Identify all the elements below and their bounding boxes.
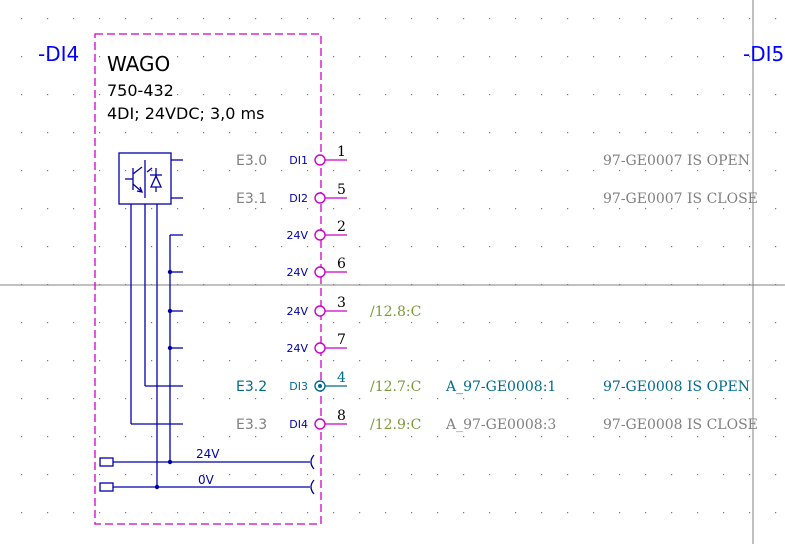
terminal-label: DI4 — [289, 418, 308, 431]
power-bus — [99, 454, 315, 495]
bus-connector-icon — [99, 457, 114, 467]
terminal-connector-icon[interactable] — [314, 418, 326, 430]
function-text: 97-GE0008 IS CLOSE — [603, 417, 758, 433]
module-outline[interactable] — [94, 33, 322, 525]
device-tag[interactable]: A_97-GE0008:1 — [445, 379, 556, 395]
terminal-row[interactable]: 6 24V — [286, 256, 347, 279]
terminal-connector-icon[interactable] — [314, 192, 326, 204]
internal-wiring — [130, 159, 183, 487]
function-text: 97-GE0008 IS OPEN — [603, 379, 750, 395]
terminal-pin-number: 1 — [337, 144, 346, 160]
module-part-number: 750-432 — [107, 81, 174, 100]
terminal-pin-number: 8 — [337, 408, 346, 424]
terminal-label: DI1 — [289, 154, 308, 167]
terminal-pin-number: 6 — [337, 256, 346, 272]
terminal-connector-icon[interactable] — [314, 266, 326, 278]
terminal-label: 24V — [286, 342, 308, 355]
device-tag[interactable]: A_97-GE0008:3 — [445, 417, 556, 433]
device-tag-right[interactable]: -DI5 — [743, 42, 784, 66]
terminal-pin-number: 5 — [337, 182, 346, 198]
terminal-label: 24V — [286, 266, 308, 279]
terminal-label: 24V — [286, 229, 308, 242]
terminal-connector-icon[interactable] — [314, 229, 326, 241]
plc-address: E3.0 — [236, 153, 267, 169]
cross-reference-link[interactable]: /12.9:C — [370, 417, 421, 433]
terminal-label: DI2 — [289, 192, 308, 205]
cross-reference-link[interactable]: /12.7:C — [370, 379, 421, 395]
terminal-selected-dot — [318, 384, 322, 388]
terminal-connector-icon[interactable] — [314, 305, 326, 317]
terminal-label: DI3 — [289, 380, 308, 393]
function-text: 97-GE0007 IS CLOSE — [603, 191, 758, 207]
bus-label-24v: 24V — [196, 447, 220, 461]
terminal-pin-number: 3 — [337, 295, 346, 311]
module-manufacturer: WAGO — [107, 52, 170, 76]
terminal-connector-icon[interactable] — [314, 342, 326, 354]
terminal-pin-number: 7 — [337, 332, 346, 348]
optocoupler-icon — [118, 152, 172, 205]
cross-reference-link[interactable]: /12.8:C — [370, 304, 421, 320]
terminal-row[interactable]: 3 24V/12.8:C — [286, 295, 421, 320]
terminal-connector-icon[interactable] — [314, 154, 326, 166]
device-tag-left[interactable]: -DI4 — [38, 42, 79, 66]
terminal-pin-number: 2 — [337, 219, 346, 235]
terminal-row[interactable]: 2 24V — [286, 219, 347, 242]
terminal-row[interactable]: 7 24V — [286, 332, 347, 355]
wire-junctions — [154, 269, 173, 490]
plc-address: E3.1 — [236, 191, 267, 207]
plc-address: E3.2 — [236, 379, 267, 395]
bus-label-0v: 0V — [198, 473, 215, 487]
terminal-pin-number: 4 — [337, 370, 346, 386]
plc-address: E3.3 — [236, 417, 267, 433]
module-description: 4DI; 24VDC; 3,0 ms — [107, 104, 264, 123]
function-text: 97-GE0007 IS OPEN — [603, 153, 750, 169]
terminal-label: 24V — [286, 305, 308, 318]
